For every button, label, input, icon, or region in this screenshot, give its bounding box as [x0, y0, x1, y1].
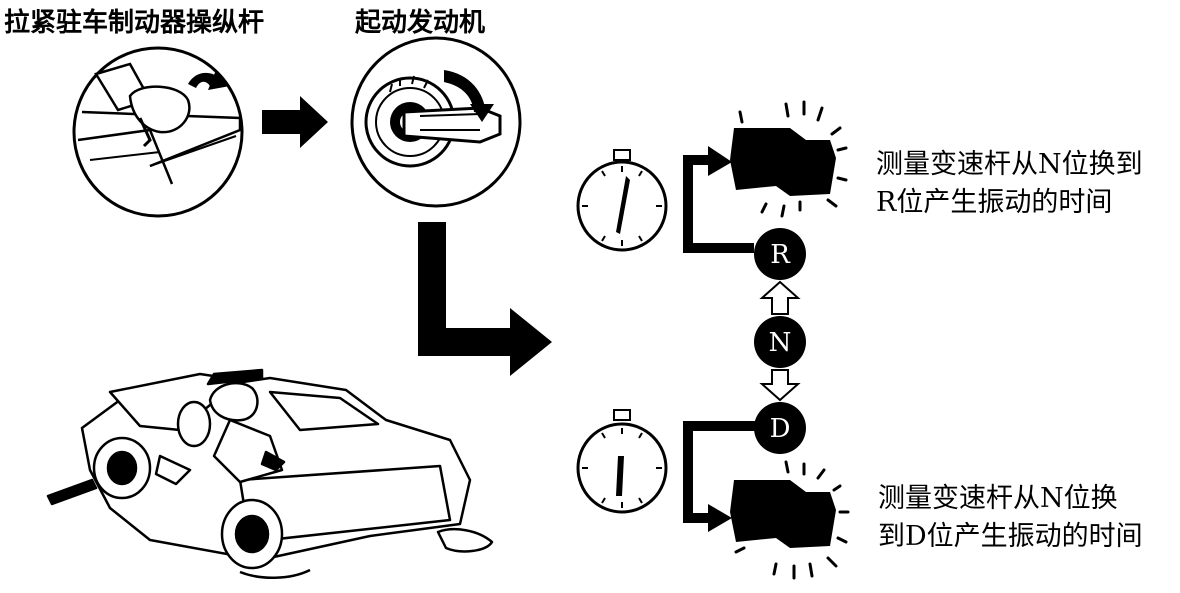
car-driver-illustration	[48, 370, 492, 578]
measure-d-line1: 测量变速杆从N位换	[878, 480, 1143, 518]
step-parking-brake-label: 拉紧驻车制动器操纵杆	[4, 2, 264, 39]
measure-d-line2: 到D位产生振动的时间	[878, 518, 1143, 556]
gear-n-label: N	[769, 328, 792, 358]
measure-d-caption: 测量变速杆从N位换 到D位产生振动的时间	[878, 480, 1143, 556]
arrow-down-icon	[762, 370, 798, 400]
transmission-vibrating-icon	[730, 462, 848, 578]
measure-r-caption: 测量变速杆从N位换到 R位产生振动的时间	[876, 146, 1143, 222]
arrow-up-icon	[762, 282, 798, 314]
stopwatch-icon	[578, 150, 666, 250]
gear-r-circle: R	[754, 228, 806, 280]
arrow-right-icon	[262, 96, 328, 148]
transmission-vibrating-icon	[730, 102, 846, 216]
measure-r-line2: R位产生振动的时间	[876, 184, 1143, 222]
gear-d-circle: D	[754, 402, 806, 454]
parking-brake-illustration	[74, 48, 242, 216]
step-start-engine-label: 起动发动机	[355, 2, 485, 39]
gear-r-label: R	[770, 240, 791, 270]
gear-d-label: D	[770, 414, 791, 444]
gear-n-circle: N	[754, 316, 806, 368]
arrow-down-right-icon	[418, 222, 552, 376]
measure-r-line1: 测量变速杆从N位换到	[876, 146, 1143, 184]
ignition-key-illustration	[352, 38, 520, 206]
stopwatch-icon	[578, 410, 666, 512]
